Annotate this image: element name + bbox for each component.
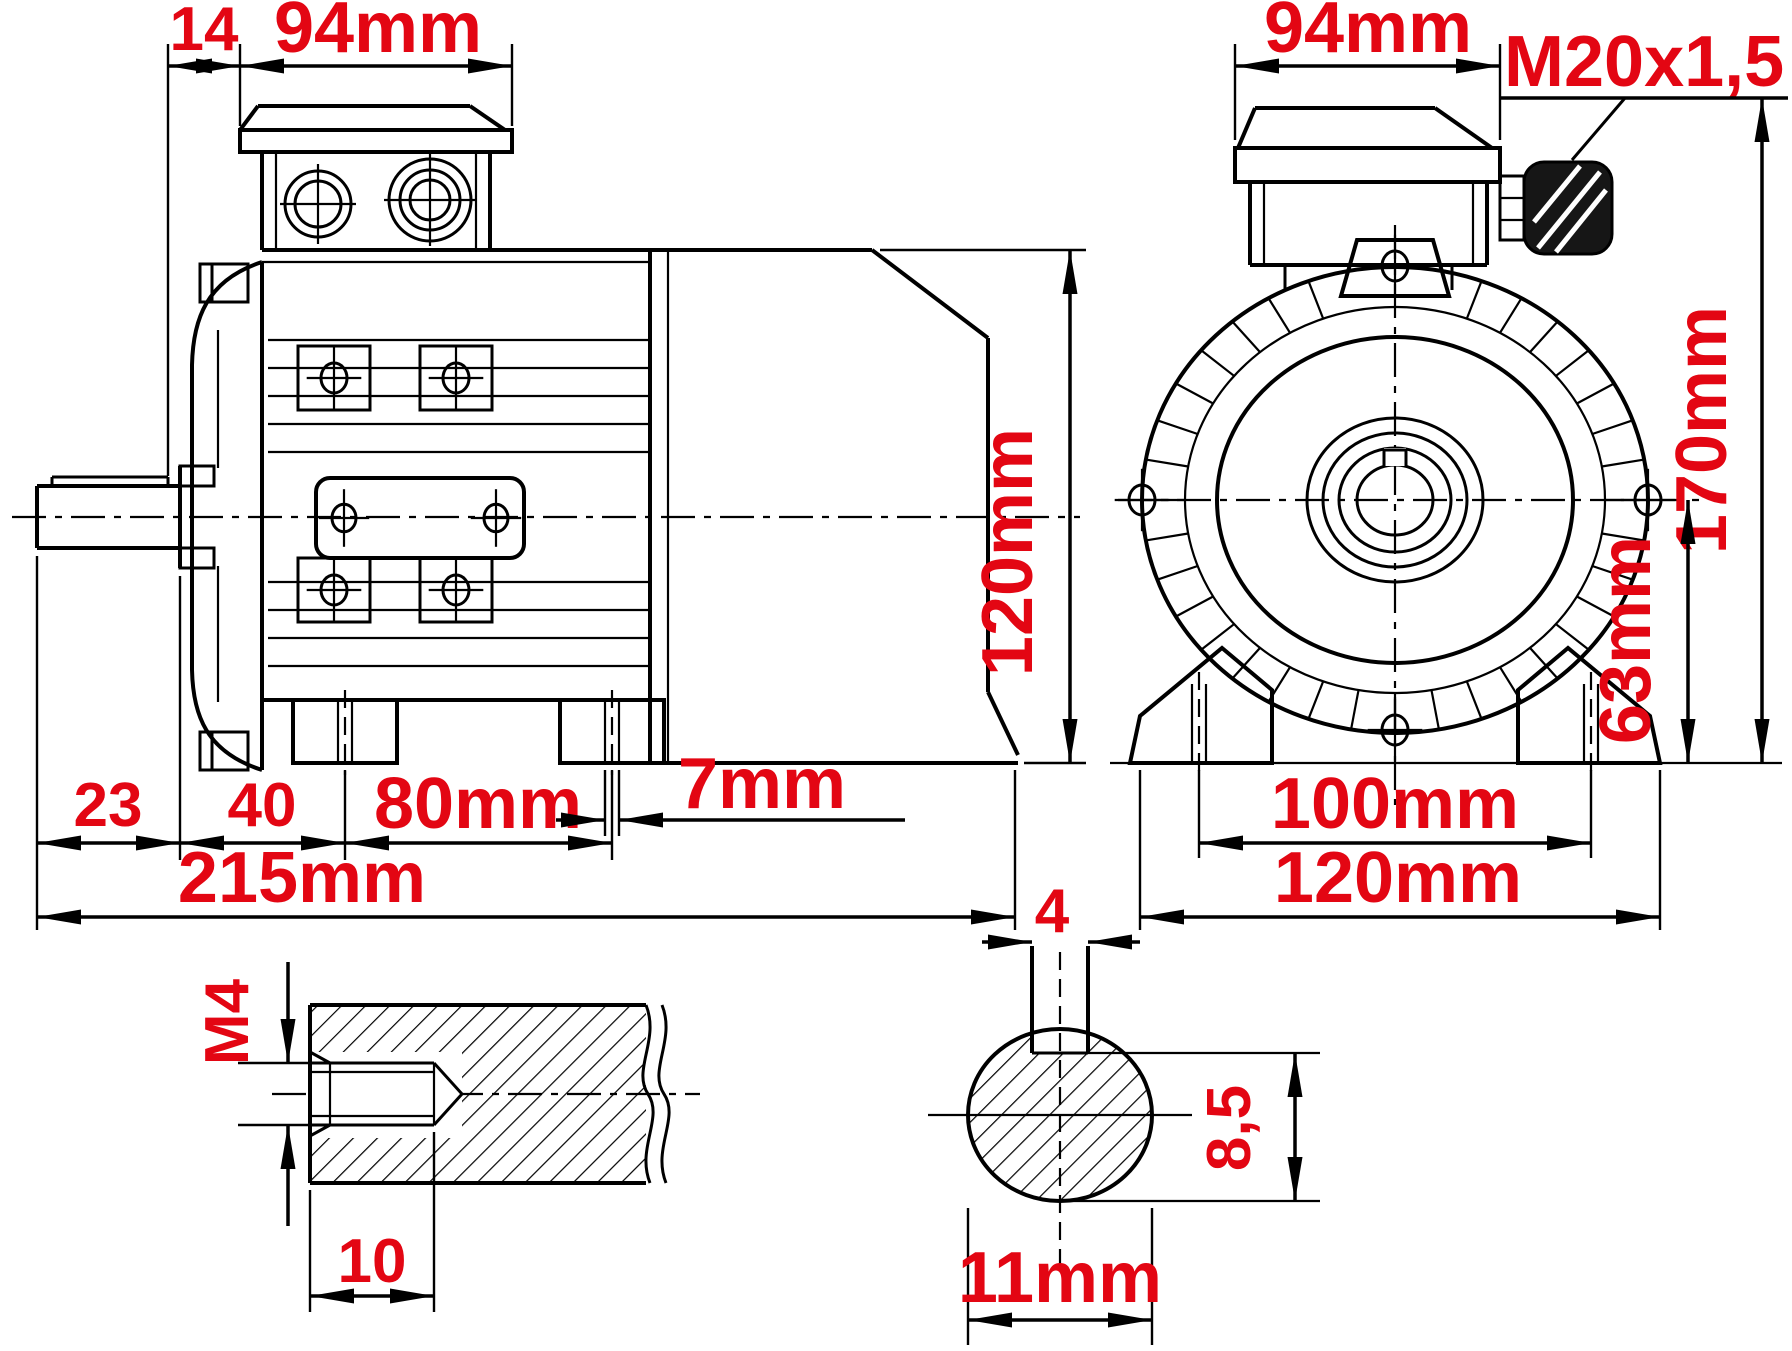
fan-cover	[648, 248, 1020, 765]
housing-face	[1215, 335, 1575, 665]
dim-cable-gland-thread: M20x1,5	[1504, 22, 1784, 102]
dim-fan-cover-height: 120mm	[968, 428, 1048, 676]
dim-overall-height: 170mm	[1662, 306, 1742, 554]
terminal-box-side	[238, 104, 514, 250]
dim-foot-hole-spacing-front: 100mm	[1271, 764, 1519, 844]
shaft-section-detail: 4 8,5 11mm	[928, 877, 1320, 1345]
shaft-end-detail: M4 10	[193, 962, 700, 1312]
dim-shaft-step-to-box: 14	[170, 0, 239, 64]
feet-front	[1110, 645, 1782, 778]
dim-shaft-diameter: 11mm	[958, 1238, 1162, 1318]
dim-thread-depth: 10	[338, 1227, 407, 1296]
front-view: 94mm M20x1,5 170mm 63mm 100mm 120mm	[1110, 0, 1788, 930]
cable-gland	[1498, 160, 1614, 256]
shaft	[35, 464, 216, 570]
end-shield	[190, 260, 264, 772]
dim-box-width-side: 94mm	[274, 0, 482, 68]
dim-key-seat-height: 8,5	[1195, 1085, 1264, 1171]
dim-foot-hole-spacing-side: 80mm	[374, 764, 582, 844]
tapped-hole	[309, 1050, 464, 1138]
dim-foot-hole-size: 7mm	[678, 744, 846, 824]
dim-foot-overall-width: 120mm	[1274, 838, 1522, 918]
terminal-box-front	[1233, 106, 1502, 290]
dim-shaft-length: 23	[74, 771, 143, 840]
side-view-dimensions: 14 94mm 120mm 23 40 80mm 7m	[35, 0, 1086, 930]
dim-shaft-center-height: 63mm	[1586, 536, 1666, 744]
dim-overall-length: 215mm	[178, 838, 426, 918]
dim-key-width: 4	[1035, 877, 1070, 946]
dim-shoulder-to-foot-hole: 40	[228, 771, 297, 840]
motor-body	[262, 248, 650, 702]
nameplate	[314, 476, 526, 560]
front-view-dimensions: 94mm M20x1,5 170mm 63mm 100mm 120mm	[1138, 0, 1788, 930]
feet-side	[291, 690, 666, 775]
side-view: 14 94mm 120mm 23 40 80mm 7m	[12, 0, 1086, 930]
shaft-boss	[1305, 416, 1485, 584]
dim-box-width-front: 94mm	[1264, 0, 1472, 68]
dim-tapped-thread: M4	[193, 978, 262, 1065]
